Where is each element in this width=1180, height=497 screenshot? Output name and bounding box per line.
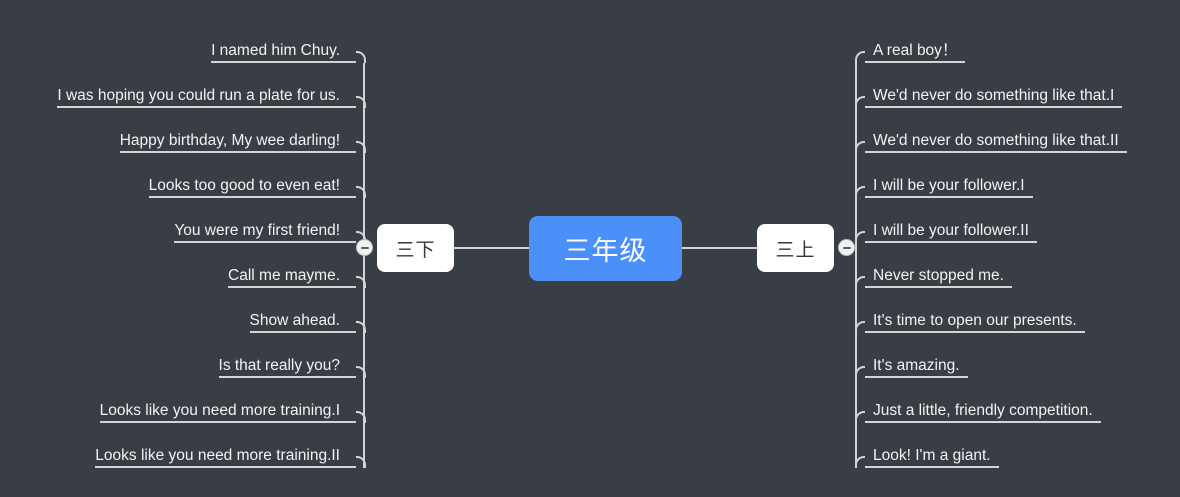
- branch-node-right[interactable]: 三上: [757, 224, 834, 272]
- branch-leaf-elbow: [855, 456, 865, 468]
- collapse-toggle-left[interactable]: [356, 239, 373, 256]
- branch-leaf-right[interactable]: I will be your follower.I: [855, 168, 1180, 198]
- branch-leaf-elbow: [356, 276, 366, 288]
- branch-leaf-elbow: [855, 366, 865, 378]
- branch-leaf-elbow: [356, 411, 366, 423]
- branch-leaf-label: I will be your follower.I: [873, 177, 1025, 194]
- branch-leaf-underline: [865, 376, 968, 378]
- branch-spine-right: [855, 63, 857, 468]
- branch-leaf-elbow: [356, 321, 366, 333]
- branch-node-left-label: 三下: [395, 239, 436, 261]
- branch-leaf-label: Looks too good to even eat!: [148, 177, 340, 194]
- branch-leaf-label: Happy birthday, My wee darling!: [119, 132, 340, 149]
- branch-leaf-underline: [865, 331, 1085, 333]
- branch-leaf-underline: [865, 196, 1033, 198]
- branch-leaf-underline: [228, 286, 356, 288]
- branch-leaf-label: A real boy！: [873, 42, 958, 59]
- branch-leaf-label: Never stopped me.: [873, 267, 1004, 284]
- root-node-label: 三年级: [563, 236, 648, 266]
- branch-leaf-underline: [865, 241, 1037, 243]
- branch-leaf-right[interactable]: Look! I'm a giant.: [855, 438, 1180, 468]
- branch-leaf-label: Show ahead.: [249, 312, 341, 329]
- branch-leaf-label: It's time to open our presents.: [873, 312, 1077, 329]
- branch-items-right: A real boy！ We'd never do something like …: [855, 0, 1180, 497]
- branch-leaf-underline: [865, 466, 999, 468]
- branch-leaf-elbow: [855, 141, 865, 153]
- branch-leaf-label: I named him Chuy.: [211, 42, 340, 59]
- branch-leaf-elbow: [356, 96, 366, 108]
- branch-leaf-right[interactable]: We'd never do something like that.II: [855, 123, 1180, 153]
- branch-leaf-left[interactable]: Looks too good to even eat!: [0, 168, 366, 198]
- branch-leaf-right[interactable]: A real boy！: [855, 33, 1180, 63]
- branch-leaf-underline: [865, 151, 1127, 153]
- branch-leaf-label: I was hoping you could run a plate for u…: [57, 87, 340, 104]
- branch-leaf-underline: [119, 151, 356, 153]
- branch-leaf-underline: [865, 286, 1012, 288]
- trunk-connector-left: [452, 247, 532, 249]
- branch-leaf-elbow: [855, 276, 865, 288]
- branch-leaf-label: Looks like you need more training.II: [95, 447, 340, 464]
- collapse-toggle-right[interactable]: [838, 239, 855, 256]
- branch-leaf-left[interactable]: Happy birthday, My wee darling!: [0, 123, 366, 153]
- branch-leaf-left[interactable]: Show ahead.: [0, 303, 366, 333]
- branch-leaf-right[interactable]: I will be your follower.II: [855, 213, 1180, 243]
- branch-leaf-elbow: [855, 231, 865, 243]
- trunk-connector-right: [679, 247, 759, 249]
- branch-leaf-elbow: [855, 51, 865, 63]
- branch-leaf-label: It's amazing.: [873, 357, 960, 374]
- branch-leaf-label: Just a little, friendly competition.: [873, 402, 1093, 419]
- branch-leaf-underline: [865, 421, 1101, 423]
- minus-circle-icon: [360, 246, 369, 249]
- branch-leaf-elbow: [855, 321, 865, 333]
- branch-leaf-underline: [865, 106, 1123, 108]
- branch-leaf-left[interactable]: I named him Chuy.: [0, 33, 366, 63]
- branch-leaf-elbow: [356, 366, 366, 378]
- branch-leaf-right[interactable]: It's amazing.: [855, 348, 1180, 378]
- branch-node-right-label: 三上: [775, 239, 816, 261]
- branch-leaf-label: Is that really you?: [218, 357, 340, 374]
- branch-leaf-label: We'd never do something like that.II: [873, 132, 1119, 149]
- branch-leaf-left[interactable]: Looks like you need more training.II: [0, 438, 366, 468]
- branch-node-left[interactable]: 三下: [377, 224, 454, 272]
- branch-leaf-elbow: [356, 51, 366, 63]
- branch-leaf-label: You were my first friend!: [174, 222, 340, 239]
- branch-leaf-right[interactable]: We'd never do something like that.I: [855, 78, 1180, 108]
- root-node[interactable]: 三年级: [529, 216, 682, 281]
- branch-leaf-underline: [218, 376, 356, 378]
- branch-leaf-right[interactable]: It's time to open our presents.: [855, 303, 1180, 333]
- branch-leaf-elbow: [356, 141, 366, 153]
- branch-spine-left: [363, 63, 365, 468]
- branch-leaf-left[interactable]: I was hoping you could run a plate for u…: [0, 78, 366, 108]
- branch-leaf-elbow: [855, 96, 865, 108]
- branch-leaf-underline: [95, 466, 356, 468]
- branch-leaf-label: I will be your follower.II: [873, 222, 1029, 239]
- branch-leaf-right[interactable]: Never stopped me.: [855, 258, 1180, 288]
- branch-items-left: I named him Chuy. I was hoping you could …: [0, 0, 366, 497]
- branch-leaf-underline: [211, 61, 356, 63]
- branch-leaf-underline: [174, 241, 356, 243]
- branch-leaf-left[interactable]: Looks like you need more training.I: [0, 393, 366, 423]
- branch-leaf-underline: [57, 106, 356, 108]
- branch-leaf-underline: [148, 196, 356, 198]
- branch-leaf-label: Look! I'm a giant.: [873, 447, 991, 464]
- branch-leaf-underline: [99, 421, 356, 423]
- branch-leaf-elbow: [855, 411, 865, 423]
- branch-leaf-label: Call me mayme.: [228, 267, 340, 284]
- branch-leaf-label: We'd never do something like that.I: [873, 87, 1115, 104]
- branch-leaf-label: Looks like you need more training.I: [99, 402, 340, 419]
- branch-leaf-left[interactable]: Is that really you?: [0, 348, 366, 378]
- branch-leaf-left[interactable]: Call me mayme.: [0, 258, 366, 288]
- branch-leaf-left[interactable]: You were my first friend!: [0, 213, 366, 243]
- branch-leaf-right[interactable]: Just a little, friendly competition.: [855, 393, 1180, 423]
- branch-leaf-underline: [249, 331, 356, 333]
- branch-leaf-elbow: [356, 231, 366, 243]
- branch-leaf-elbow: [356, 186, 366, 198]
- branch-leaf-elbow: [356, 456, 366, 468]
- branch-leaf-underline: [865, 61, 966, 63]
- branch-leaf-elbow: [855, 186, 865, 198]
- minus-circle-icon: [842, 246, 851, 249]
